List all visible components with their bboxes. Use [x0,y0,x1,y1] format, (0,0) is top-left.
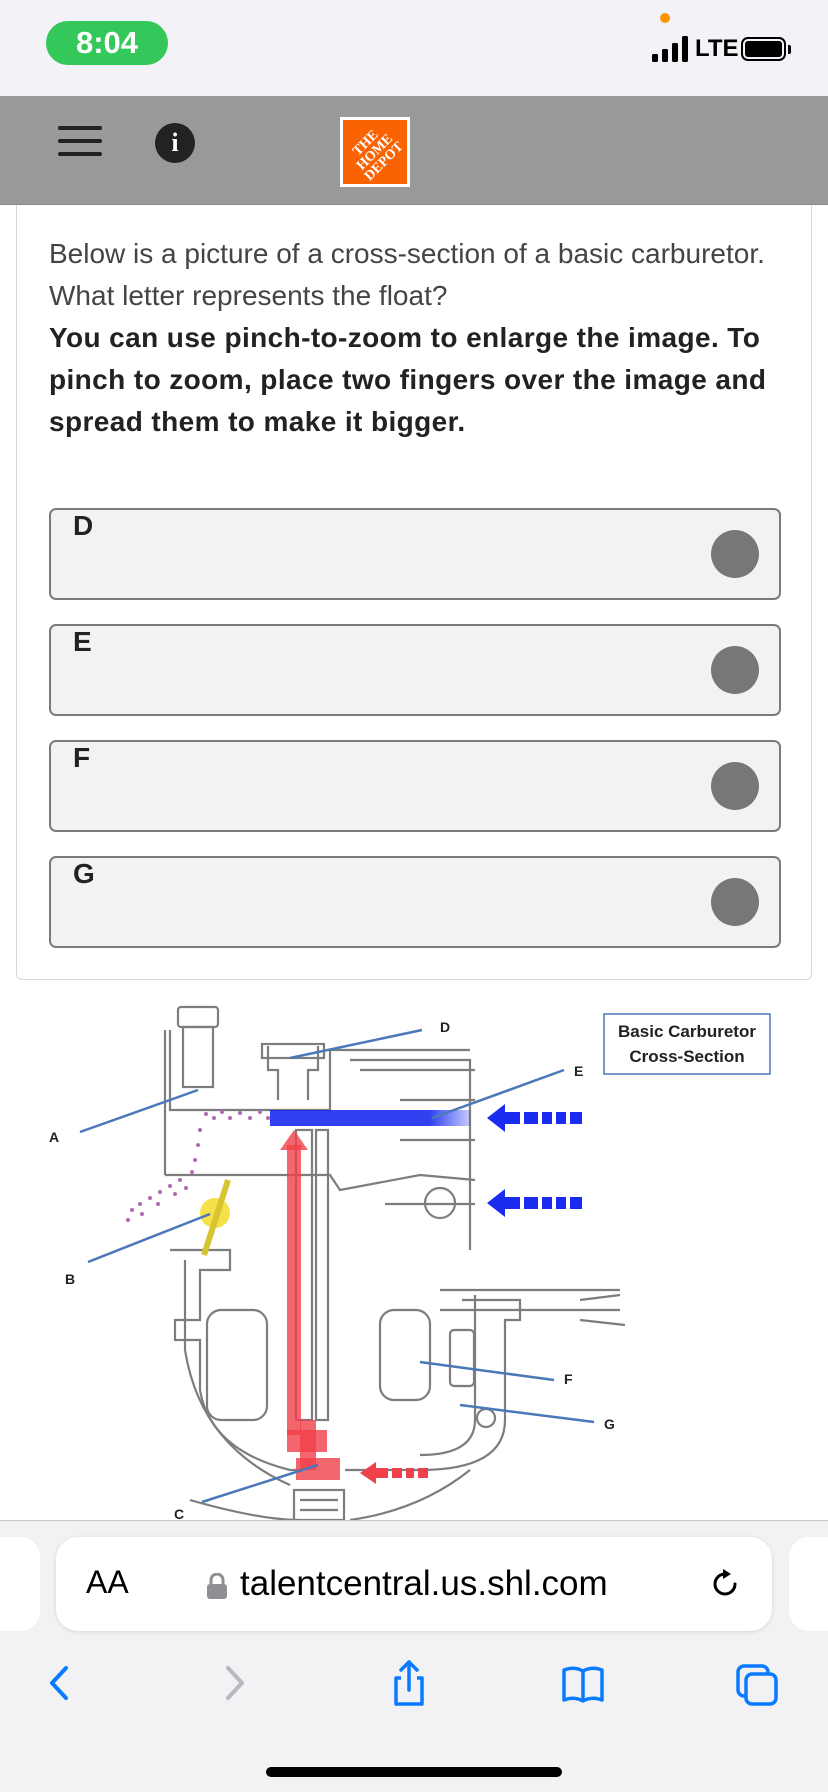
text-size-button[interactable]: AA [86,1564,129,1600]
forward-icon[interactable] [212,1658,258,1708]
browser-toolbar: AA talentcentral.us.shl.com [0,1520,828,1792]
logo-text: THE HOME DEPOT [350,127,407,184]
address-bar[interactable]: AA talentcentral.us.shl.com [56,1537,772,1631]
diagram-label-g: G [604,1416,615,1432]
share-icon[interactable] [386,1658,432,1708]
diagram-label-c: C [174,1506,184,1520]
tabs-icon[interactable] [734,1658,780,1708]
air-flow [270,1110,470,1126]
carburetor-body [163,1005,626,1520]
radio-button[interactable] [711,762,759,810]
float [200,1179,231,1256]
info-icon[interactable]: i [155,123,195,163]
answer-option-f[interactable]: F [49,740,781,832]
fuel-inlet-arrow [360,1462,428,1484]
diagram-label-e: E [574,1063,583,1079]
question-card: Below is a picture of a cross-section of… [16,205,812,980]
diagram-title-box: Basic Carburetor Cross-Section [603,1013,771,1075]
air-inlet-arrow-lower [487,1189,582,1217]
battery-icon [741,37,786,61]
question-prompt: Below is a picture of a cross-section of… [49,238,765,311]
radio-button[interactable] [711,530,759,578]
diagram-label-a: A [49,1129,59,1145]
air-inlet-arrow-upper [487,1104,582,1132]
home-depot-logo: THE HOME DEPOT [340,117,410,187]
battery-tip [788,45,791,54]
diagram-label-f: F [564,1371,573,1387]
answer-label: D [73,510,94,541]
reload-icon[interactable] [708,1567,742,1601]
previous-tab-pill[interactable] [0,1537,40,1631]
answer-label: G [73,858,95,889]
fuel-flow [280,1130,340,1480]
fuel-mist [126,1110,270,1222]
mic-indicator-dot [660,13,670,23]
answer-option-e[interactable]: E [49,624,781,716]
diagram-title-line1: Basic Carburetor [618,1022,756,1041]
answer-option-d[interactable]: D [49,508,781,600]
app-header: i THE HOME DEPOT [0,96,828,205]
bookmarks-icon[interactable] [560,1658,606,1708]
network-label: LTE [695,35,739,62]
zoom-instruction: You can use pinch-to-zoom to enlarge the… [49,322,767,437]
diagram-label-d: D [440,1019,450,1035]
radio-button[interactable] [711,878,759,926]
radio-button[interactable] [711,646,759,694]
status-bar: 8:04 LTE [0,0,828,96]
answer-label: F [73,742,91,773]
pointer-lines [79,1028,595,1504]
lock-icon [207,1573,227,1599]
next-tab-pill[interactable] [789,1537,828,1631]
answer-option-g[interactable]: G [49,856,781,948]
diagram-title-line2: Cross-Section [629,1047,744,1066]
signal-icon [652,36,688,62]
answer-label: E [73,626,92,657]
clock: 8:04 [46,21,168,65]
diagram-label-b: B [65,1271,75,1287]
menu-icon[interactable] [58,126,102,166]
url-text[interactable]: talentcentral.us.shl.com [240,1564,608,1603]
back-icon[interactable] [36,1658,82,1708]
carburetor-diagram: A B C D E F G Basic Carburetor Cross-Sec… [49,1005,771,1520]
home-indicator [266,1767,562,1777]
